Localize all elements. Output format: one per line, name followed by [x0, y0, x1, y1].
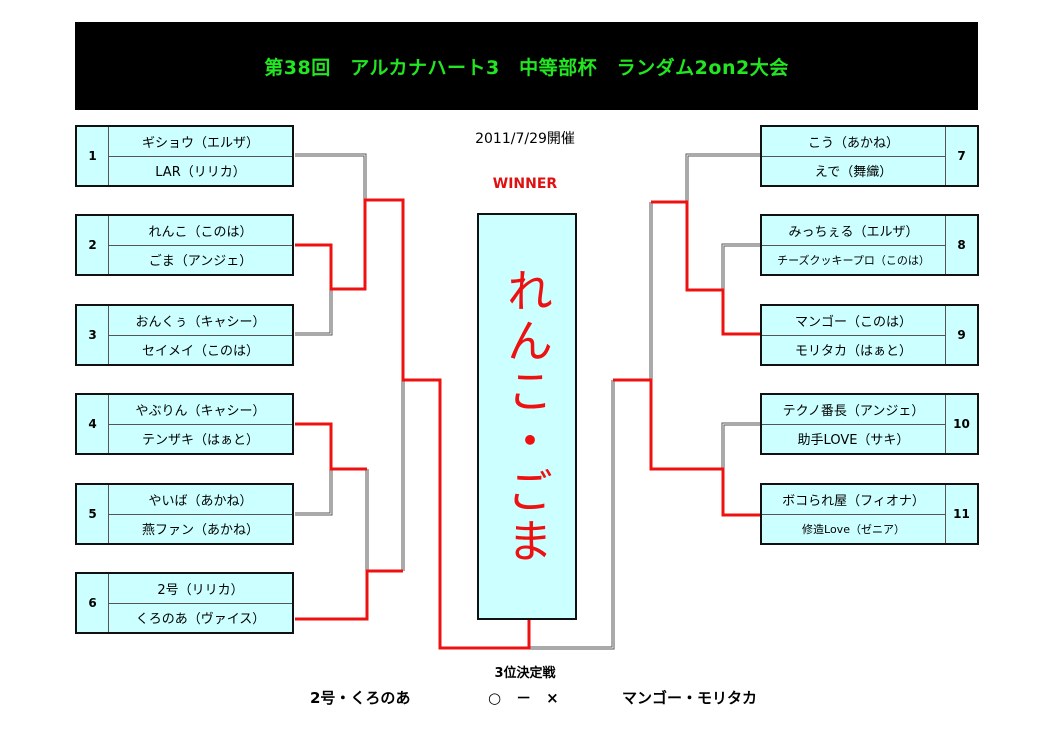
team-number: 5: [77, 485, 109, 543]
team-number: 3: [77, 306, 109, 364]
team-number: 1: [77, 127, 109, 185]
team-number: 11: [945, 485, 977, 543]
player-2: テンザキ（はぁと）: [141, 433, 259, 449]
third-place-score: ○ － ×: [488, 689, 559, 707]
player-2: 燕ファン（あかね）: [141, 523, 259, 539]
player-2: モリタカ（はぁと）: [794, 344, 912, 360]
event-date: 2011/7/29開催: [475, 131, 575, 147]
win-lines: [295, 198, 760, 650]
player-2: セイメイ（このは）: [141, 344, 259, 360]
team-number: 2: [77, 216, 109, 274]
team-number: 6: [77, 574, 109, 632]
player-1: れんこ（このは）: [109, 216, 292, 246]
team-number: 8: [945, 216, 977, 274]
player-2: LAR（リリカ）: [155, 165, 246, 181]
player-1: こう（あかね）: [762, 127, 945, 157]
player-1: 2号（リリカ）: [109, 574, 292, 604]
player-2: えで（舞織）: [814, 165, 893, 181]
player-2: チーズクッキープロ（このは）: [777, 253, 930, 267]
team-number: 4: [77, 395, 109, 453]
player-1: テクノ番長（アンジェ）: [762, 395, 945, 425]
winner-box: れんこ・ごま: [477, 213, 577, 620]
player-2: ごま（アンジェ）: [148, 254, 253, 270]
winner-name: れんこ・ごま: [500, 266, 554, 567]
player-1: おんくぅ（キャシー）: [109, 306, 292, 336]
team-number: 7: [945, 127, 977, 185]
player-1: マンゴー（このは）: [762, 306, 945, 336]
player-1: ボコられ屋（フィオナ）: [762, 485, 945, 515]
player-1: やぶりん（キャシー）: [109, 395, 292, 425]
team-number: 10: [945, 395, 977, 453]
player-2: くろのあ（ヴァイス）: [135, 612, 266, 628]
third-place-title: 3位決定戦: [494, 666, 556, 681]
third-place-right-team: マンゴー・モリタカ: [622, 689, 758, 707]
player-2: 助手LOVE（サキ）: [797, 433, 910, 449]
title-bar: 第38回 アルカナハート3 中等部杯 ランダム2on2大会: [75, 22, 978, 110]
player-1: みっちぇる（エルザ）: [762, 216, 945, 246]
team-number: 9: [945, 306, 977, 364]
third-place-left-team: 2号・くろのあ: [310, 689, 411, 707]
player-2: 修造Love（ゼニア）: [802, 522, 905, 536]
player-1: やいば（あかね）: [109, 485, 292, 515]
player-1: ギショウ（エルザ）: [109, 127, 292, 157]
winner-label: WINNER: [492, 176, 558, 192]
page-title: 第38回 アルカナハート3 中等部杯 ランダム2on2大会: [264, 56, 789, 79]
